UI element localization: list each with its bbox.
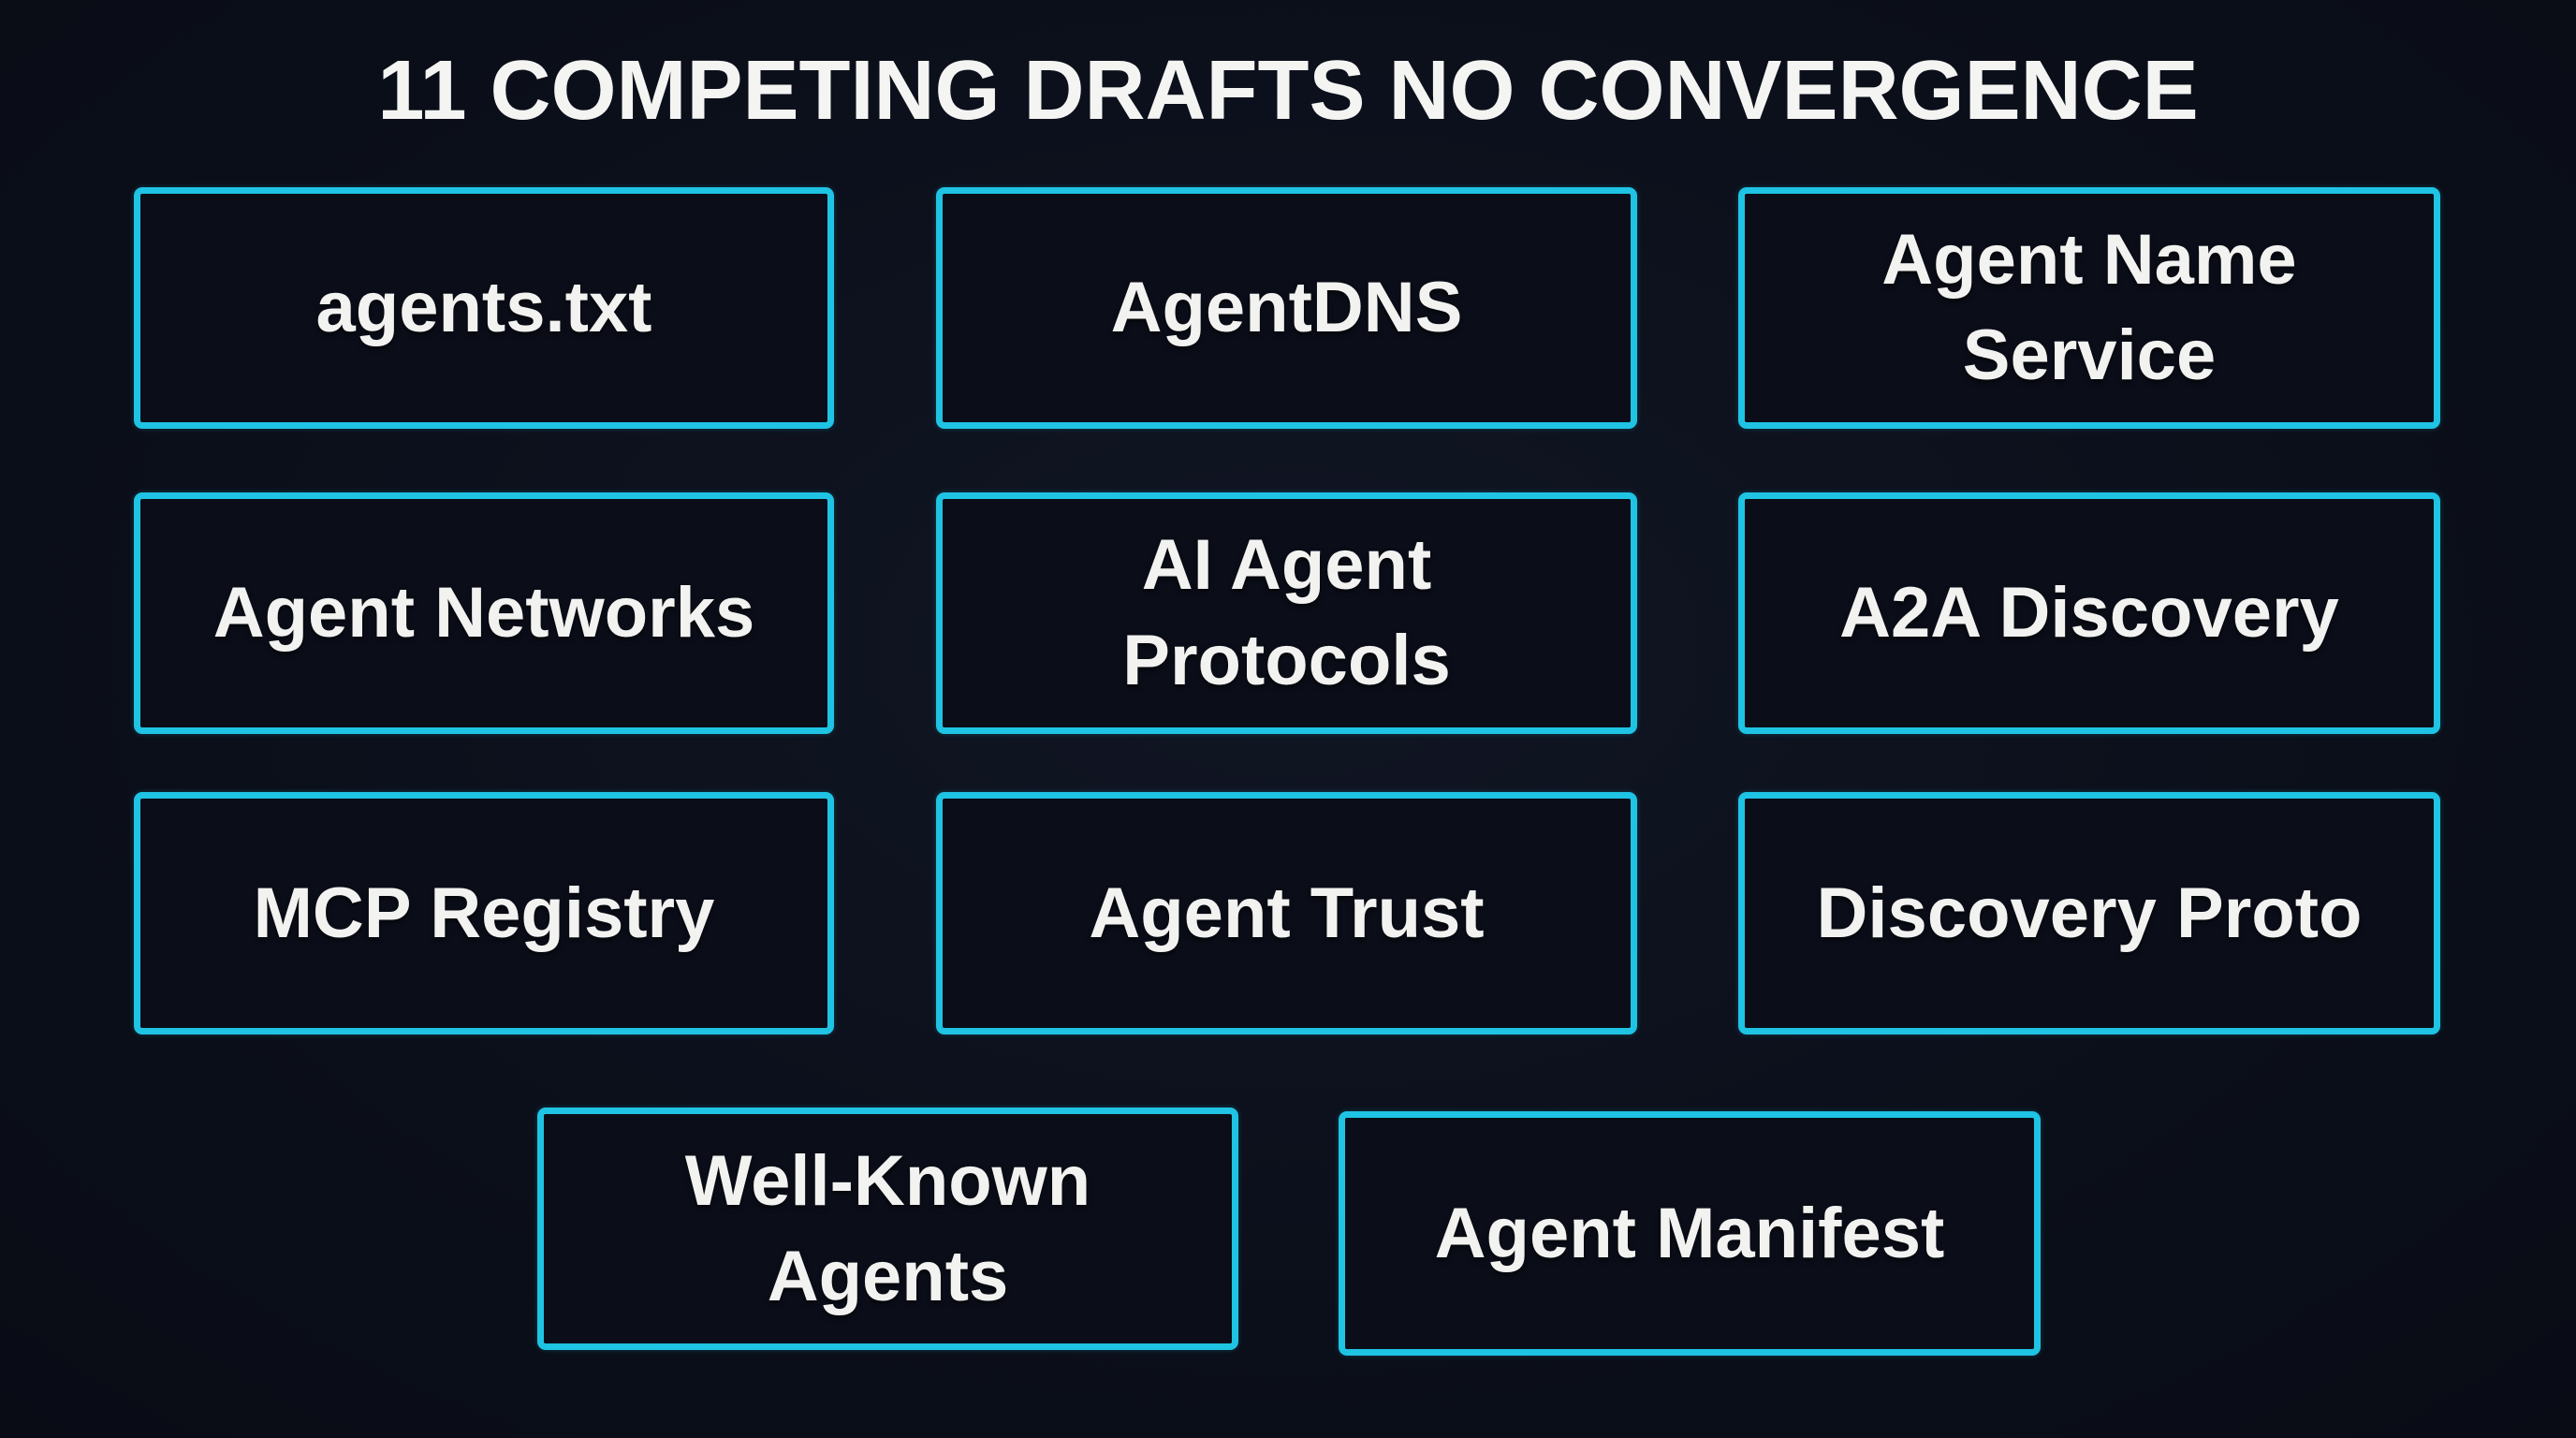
draft-label: AI Agent Protocols [1122,525,1451,700]
draft-box-agent-manifest: Agent Manifest [1339,1111,2041,1356]
draft-box-agentdns: AgentDNS [936,187,1637,429]
draft-box-ai-agent-protocols: AI Agent Protocols [936,492,1637,734]
draft-box-agent-trust: Agent Trust [936,792,1637,1034]
draft-label: A2A Discovery [1839,573,2339,653]
draft-box-discovery-proto: Discovery Proto [1738,792,2440,1034]
draft-label: AgentDNS [1110,268,1463,347]
draft-box-agent-name-service: Agent Name Service [1738,187,2440,429]
draft-label: Agent Networks [212,573,755,653]
draft-box-mcp-registry: MCP Registry [134,792,834,1034]
draft-box-agent-networks: Agent Networks [134,492,834,734]
draft-box-agents-txt: agents.txt [134,187,834,429]
draft-label: Well-Known Agents [684,1140,1091,1316]
draft-label: Agent Manifest [1434,1193,1945,1273]
draft-label: Agent Trust [1089,873,1485,953]
draft-label: agents.txt [315,268,652,347]
draft-box-well-known-agents: Well-Known Agents [537,1108,1238,1350]
draft-label: Agent Name Service [1881,220,2297,395]
draft-label: Discovery Proto [1816,873,2363,953]
diagram-title: 11 COMPETING DRAFTS NO CONVERGENCE [377,44,2199,138]
draft-label: MCP Registry [253,873,715,953]
draft-box-a2a-discovery: A2A Discovery [1738,492,2440,734]
